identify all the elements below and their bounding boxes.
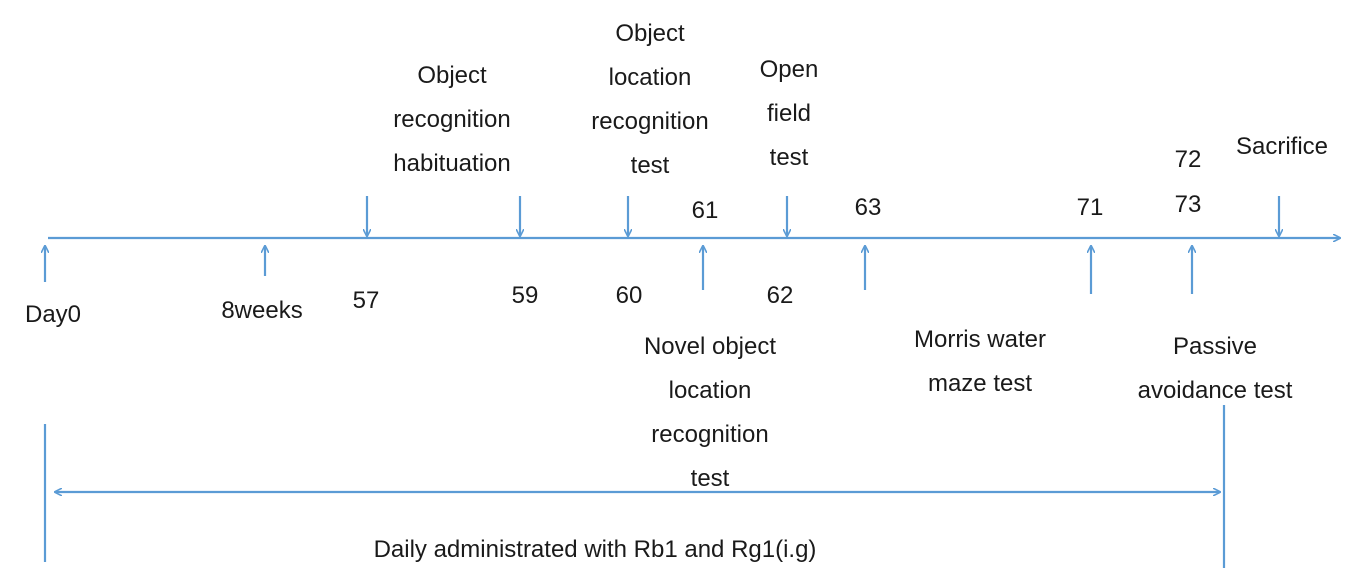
- object-location-recognition-test-line-2: location: [609, 64, 692, 91]
- open-field-test-line-2: field: [767, 100, 811, 127]
- novel-object-location-recognition-test-line-1: Novel object: [644, 333, 776, 360]
- novel-object-location-recognition-test-line-3: recognition: [651, 421, 768, 448]
- object-location-recognition-test-line-1: Object: [615, 20, 685, 47]
- day-62-label: 62: [767, 282, 794, 309]
- morris-water-maze-test-line-2: maze test: [928, 370, 1032, 397]
- object-recognition-habituation-line-2: recognition: [393, 106, 510, 133]
- 8weeks-label: 8weeks: [221, 297, 302, 324]
- day-60-label: 60: [616, 282, 643, 309]
- day-72-label: 72: [1175, 146, 1202, 173]
- passive-avoidance-test-line-1: Passive: [1173, 333, 1257, 360]
- passive-avoidance-test-line-2: avoidance test: [1138, 377, 1293, 404]
- day-59-label: 59: [512, 282, 539, 309]
- timeline-labels: Day0 8weeks 57 59 60 61 62 63 71 72 73 Object recogn…: [25, 20, 1328, 563]
- timeline-lines: [45, 196, 1340, 568]
- object-location-recognition-test-line-3: recognition: [591, 108, 708, 135]
- object-recognition-habituation-line-1: Object: [417, 62, 487, 89]
- day-73-label: 73: [1175, 191, 1202, 218]
- object-location-recognition-test-line-4: test: [631, 152, 670, 179]
- day-57-label: 57: [353, 287, 380, 314]
- day-71-label: 71: [1077, 194, 1104, 221]
- day-61-label: 61: [692, 197, 719, 224]
- object-recognition-habituation-line-3: habituation: [393, 150, 510, 177]
- open-field-test-line-3: test: [770, 144, 809, 171]
- day-63-label: 63: [855, 194, 882, 221]
- morris-water-maze-test-line-1: Morris water: [914, 326, 1046, 353]
- open-field-test-line-1: Open: [760, 56, 819, 83]
- novel-object-location-recognition-test-line-4: test: [691, 465, 730, 492]
- sacrifice-line-1: Sacrifice: [1236, 133, 1328, 160]
- day0-label: Day0: [25, 301, 81, 328]
- novel-object-location-recognition-test-line-2: location: [669, 377, 752, 404]
- administration-label: Daily administrated with Rb1 and Rg1(i.g…: [374, 536, 817, 563]
